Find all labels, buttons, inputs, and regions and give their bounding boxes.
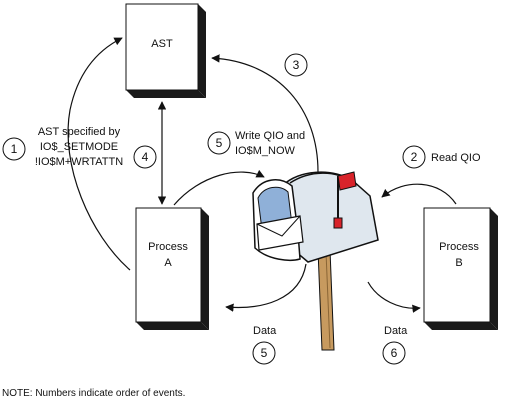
step-1-circle: 1 [2,137,26,161]
step-6-circle: 6 [382,341,406,365]
arrow-ast-specified [67,37,131,271]
svg-text:5: 5 [216,136,223,150]
svg-text:1: 1 [11,142,18,156]
process-a-label-line2: A [164,257,172,269]
svg-text:Write QIO and: Write QIO and [235,130,305,142]
arrow-write-qio [173,169,265,206]
arrow-data-to-process-a [225,263,307,312]
step-3-circle: 3 [284,53,308,77]
process-b-box: Process B [423,207,498,330]
arrow-mailbox-to-ast [211,54,319,173]
svg-text:6: 6 [391,346,398,360]
step-5-bottom-circle: 5 [252,341,276,365]
step-5-top-circle: 5 [207,131,231,155]
arrow-read-qio [381,183,457,205]
data-label-right: Data [384,325,408,337]
step-2-circle: 2 [402,145,426,169]
svg-text:5: 5 [261,346,268,360]
process-b-label-line1: Process [439,241,479,253]
process-a-label-line1: Process [148,241,188,253]
mailbox-illustration [252,171,379,351]
data-label-left: Data [253,325,277,337]
svg-text:2: 2 [411,150,418,164]
ast-specified-label: AST specified by IO$_SETMODE !IO$M+WRTAT… [35,126,123,168]
ast-label: AST [151,38,173,50]
svg-text:4: 4 [142,150,149,164]
arrow-data-to-process-b [367,281,421,313]
ast-box: AST [125,3,206,98]
process-a-box: Process A [135,207,209,330]
svg-text:3: 3 [293,58,300,72]
svg-text:IO$_SETMODE: IO$_SETMODE [40,141,118,153]
footnote: NOTE: Numbers indicate order of events. [2,388,185,399]
process-b-label-line2: B [455,257,462,269]
svg-text:IO$M_NOW: IO$M_NOW [235,145,296,157]
write-qio-label: Write QIO and IO$M_NOW [235,130,305,157]
step-4-circle: 4 [133,145,157,169]
svg-text:!IO$M+WRTATTN: !IO$M+WRTATTN [35,156,123,168]
read-qio-label: Read QIO [431,152,481,164]
svg-text:AST specified by: AST specified by [38,126,121,138]
